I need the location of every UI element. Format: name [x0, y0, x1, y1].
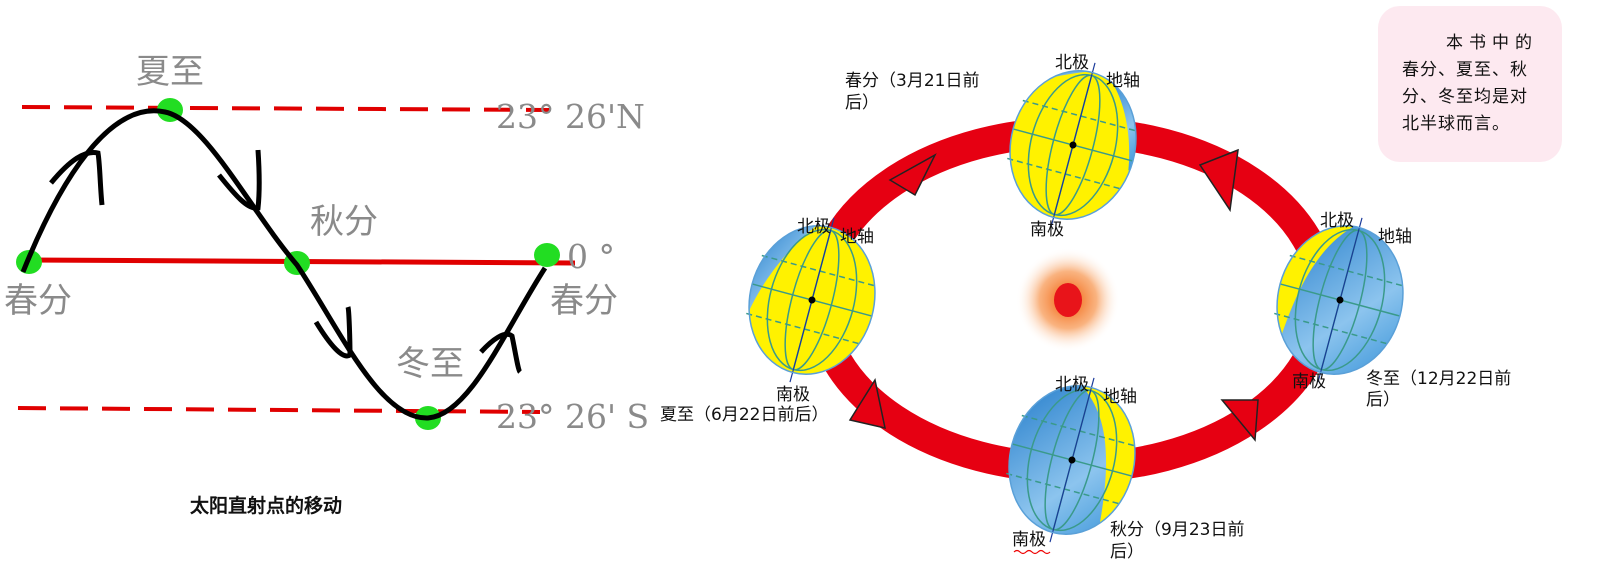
- note-line: 分、冬至均是对: [1402, 87, 1528, 107]
- orbit-arrows: [848, 148, 1259, 442]
- label-latitude-south: 23° 26' S: [496, 397, 649, 436]
- label-spring-line1: 春分（3月21日前: [845, 71, 979, 91]
- label-axis-top: 地轴: [1106, 71, 1140, 91]
- point-spring-end: [534, 243, 560, 267]
- label-spring-equinox-start: 春分: [4, 281, 72, 321]
- label-north-pole-top: 北极: [1055, 53, 1089, 73]
- label-axis-bottom: 地轴: [1103, 387, 1137, 407]
- sun: [1054, 283, 1082, 317]
- label-axis-left: 地轴: [840, 227, 874, 247]
- label-autumn-line2: 后）: [1110, 542, 1144, 562]
- label-south-pole-top: 南极: [1030, 220, 1064, 240]
- label-summer-solstice: 夏至: [136, 52, 204, 92]
- earth-orbit-diagram: 北极 地轴 南极 北极 地轴 南极 北极 地轴 南极 北极 地轴 南极 春分（3…: [660, 46, 1511, 562]
- label-north-pole-left: 北极: [797, 217, 831, 237]
- label-latitude-north: 23° 26'N: [496, 97, 645, 136]
- sun-direct-point-diagram: 夏至 秋分 冬至 春分 春分 23° 26'N 0 ° 23° 26' S 太阳…: [4, 52, 649, 517]
- globe-summer-solstice: [729, 201, 895, 399]
- spellcheck-underline: [1013, 549, 1051, 555]
- sun-path-curve: [20, 108, 548, 421]
- label-spring-line2: 后）: [845, 93, 879, 113]
- label-summer-line1: 夏至（6月22日前后）: [660, 405, 828, 425]
- tropic-of-capricorn-line: [17, 406, 541, 414]
- globe-winter-solstice: [1257, 201, 1423, 399]
- direction-arrows: [49, 149, 523, 374]
- note-line: 北半球而言。: [1402, 114, 1510, 134]
- label-autumn-line1: 秋分（9月23日前: [1110, 520, 1244, 540]
- label-autumn-equinox: 秋分: [310, 202, 378, 242]
- label-south-pole-bottom: 南极: [1012, 530, 1046, 550]
- note-line: 春分、夏至、秋: [1402, 60, 1528, 80]
- note-line: 本书中的: [1446, 33, 1538, 53]
- label-winter-line2: 后）: [1366, 390, 1400, 410]
- label-south-pole-left: 南极: [776, 385, 810, 405]
- label-south-pole-right: 南极: [1292, 372, 1326, 392]
- label-winter-line1: 冬至（12月22日前: [1366, 369, 1511, 389]
- diagram-caption: 太阳直射点的移动: [190, 494, 342, 517]
- tropic-of-cancer-line: [21, 105, 551, 112]
- label-latitude-equator: 0 °: [567, 237, 615, 276]
- label-north-pole-bottom: 北极: [1055, 375, 1089, 395]
- label-north-pole-right: 北极: [1320, 211, 1354, 231]
- label-winter-solstice: 冬至: [396, 344, 464, 384]
- label-spring-equinox-end: 春分: [550, 281, 618, 321]
- note-box: 本书中的 春分、夏至、秋 分、冬至均是对 北半球而言。: [1378, 6, 1562, 162]
- label-axis-right: 地轴: [1378, 227, 1412, 247]
